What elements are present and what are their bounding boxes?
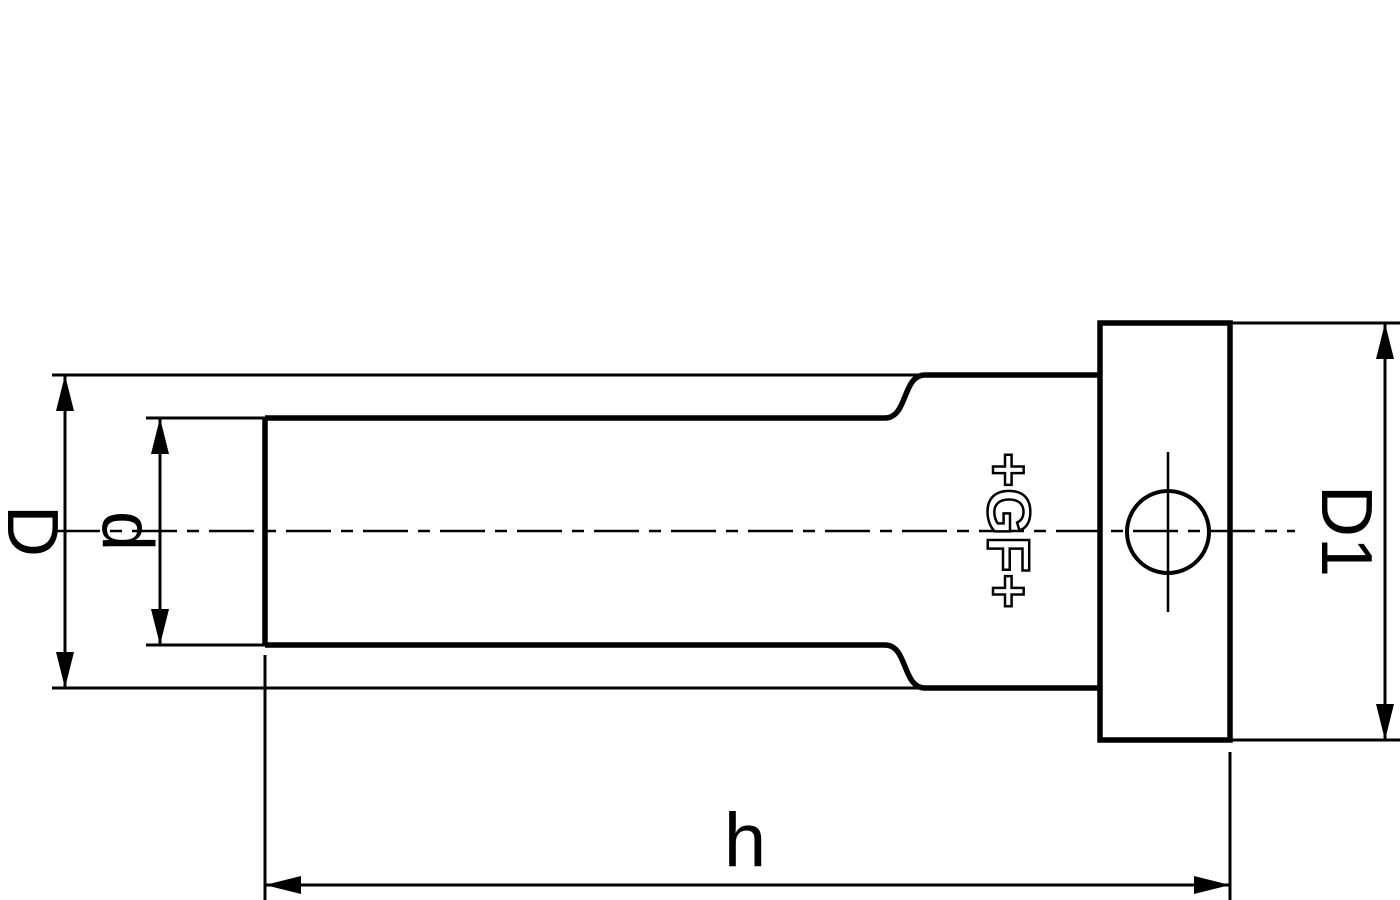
arrow-left-icon: [265, 876, 301, 894]
arrow-down-icon: [56, 652, 74, 688]
dim-label-length: h: [724, 798, 766, 883]
arrow-up-icon: [151, 418, 169, 454]
fitting-outline: [262, 320, 1233, 743]
top-contour: [265, 372, 1100, 421]
arrow-down-icon: [151, 609, 169, 645]
dim-label-flange-diameter: D1: [1306, 485, 1386, 577]
dim-label-pipe-diameter: d: [87, 511, 167, 551]
arrow-up-icon: [1376, 323, 1394, 359]
bottom-contour: [265, 642, 1100, 691]
gf-logo: +GF+: [975, 452, 1042, 609]
flange-outline: [1097, 320, 1233, 743]
arrow-down-icon: [1376, 704, 1394, 740]
arrow-right-icon: [1194, 876, 1230, 894]
arrow-up-icon: [56, 375, 74, 411]
dim-label-outer-diameter: D: [0, 505, 72, 557]
